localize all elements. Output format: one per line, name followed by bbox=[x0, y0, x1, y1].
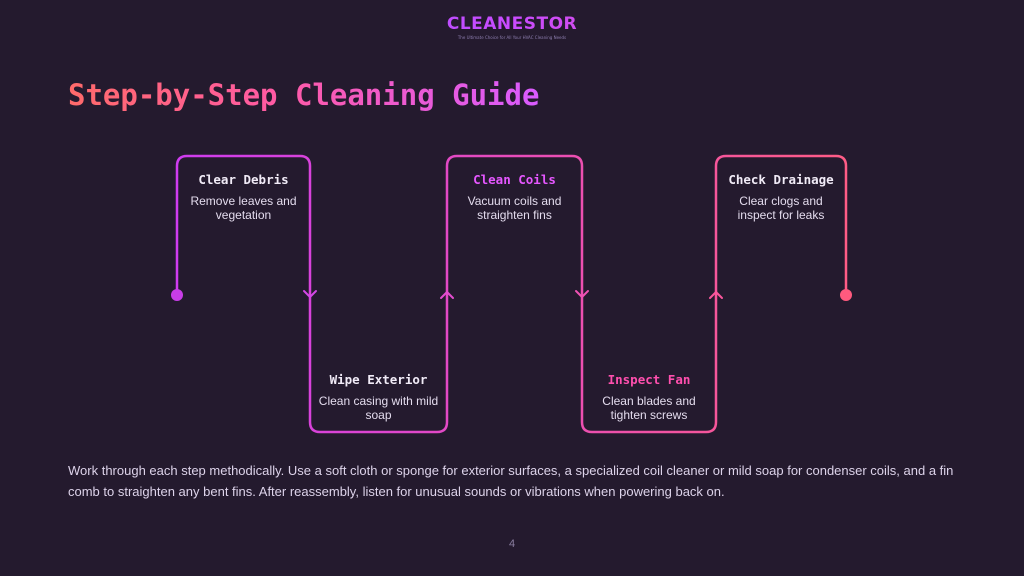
brand-logo: CLEANESTOR The Ultimate Choice for All Y… bbox=[0, 14, 1024, 40]
page-title: Step-by-Step Cleaning Guide bbox=[68, 78, 540, 112]
step-clean-coils: Clean Coils Vacuum coils and straighten … bbox=[450, 170, 579, 222]
arrow-up-icon bbox=[440, 291, 454, 299]
serpentine-connector bbox=[175, 154, 848, 434]
body-paragraph: Work through each step methodically. Use… bbox=[68, 463, 954, 499]
step-description: Vacuum coils and straighten fins bbox=[467, 194, 562, 222]
step-description: Remove leaves and vegetation bbox=[190, 194, 297, 222]
step-inspect-fan: Inspect Fan Clean blades and tighten scr… bbox=[585, 370, 713, 422]
step-wipe-exterior: Wipe Exterior Clean casing with mild soa… bbox=[313, 370, 444, 422]
step-description: Clean casing with mild soap bbox=[318, 394, 439, 422]
logo-wordmark: CLEANESTOR bbox=[0, 14, 1024, 34]
step-clear-debris: Clear Debris Remove leaves and vegetatio… bbox=[180, 170, 307, 222]
step-title: Clear Debris bbox=[198, 172, 289, 187]
arrow-down-icon bbox=[303, 290, 317, 298]
step-title: Inspect Fan bbox=[607, 372, 691, 387]
step-check-drainage: Check Drainage Clear clogs and inspect f… bbox=[724, 170, 838, 222]
step-title: Wipe Exterior bbox=[329, 372, 428, 387]
arrow-up-icon bbox=[709, 291, 723, 299]
flow-start-dot bbox=[171, 289, 183, 301]
step-description: Clean blades and tighten screws bbox=[602, 394, 696, 422]
page-number: 4 bbox=[508, 538, 516, 550]
step-title: Clean Coils bbox=[473, 172, 556, 187]
logo-tagline: The Ultimate Choice for All Your HVAC Cl… bbox=[457, 35, 567, 40]
flow-end-dot bbox=[840, 289, 852, 301]
step-description: Clear clogs and inspect for leaks bbox=[737, 194, 825, 222]
arrow-down-icon bbox=[575, 290, 589, 298]
step-title: Check Drainage bbox=[728, 172, 834, 187]
